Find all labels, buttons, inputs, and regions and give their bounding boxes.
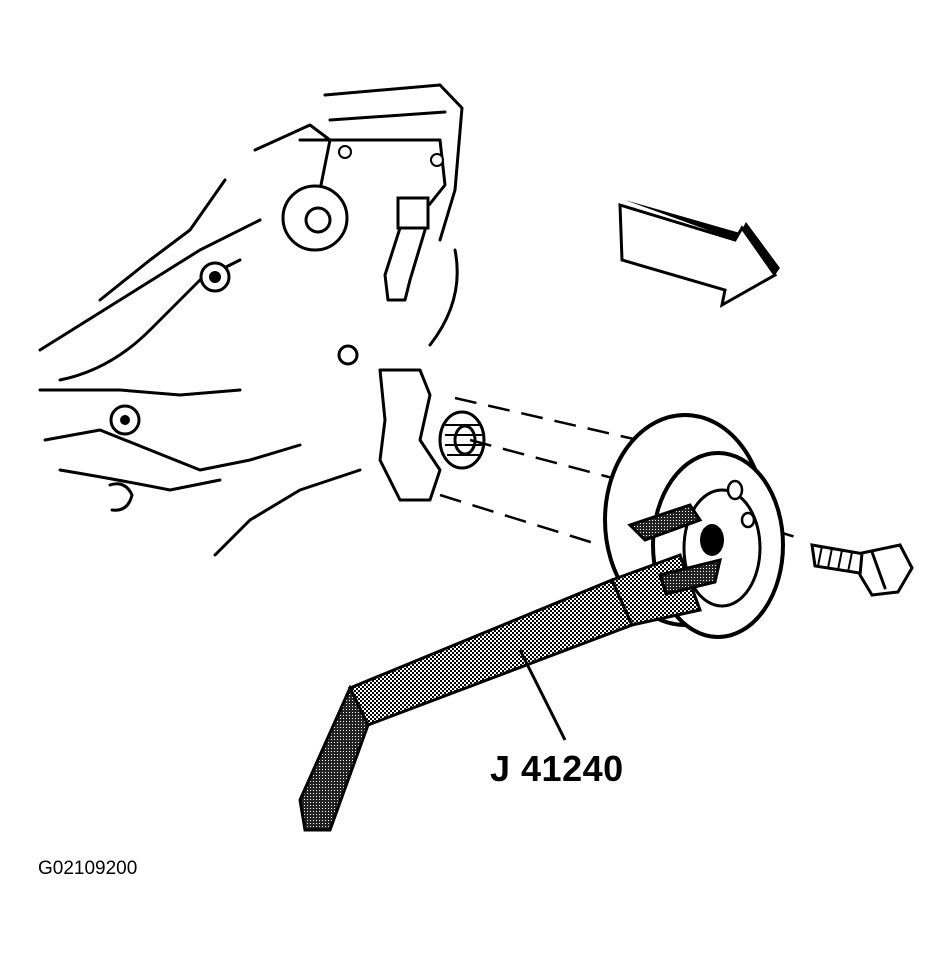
tool-callout-label: J 41240 [490,748,624,789]
callout-leader [518,649,567,741]
holding-tool [298,503,723,832]
figure-id: G02109200 [38,858,138,879]
engine-block [38,83,464,557]
direction-arrow-icon [618,200,780,308]
crankshaft-housing [378,368,486,502]
balancer-bolt [810,543,914,597]
bracket-bosses [108,145,444,512]
hose-fitting [383,196,430,302]
